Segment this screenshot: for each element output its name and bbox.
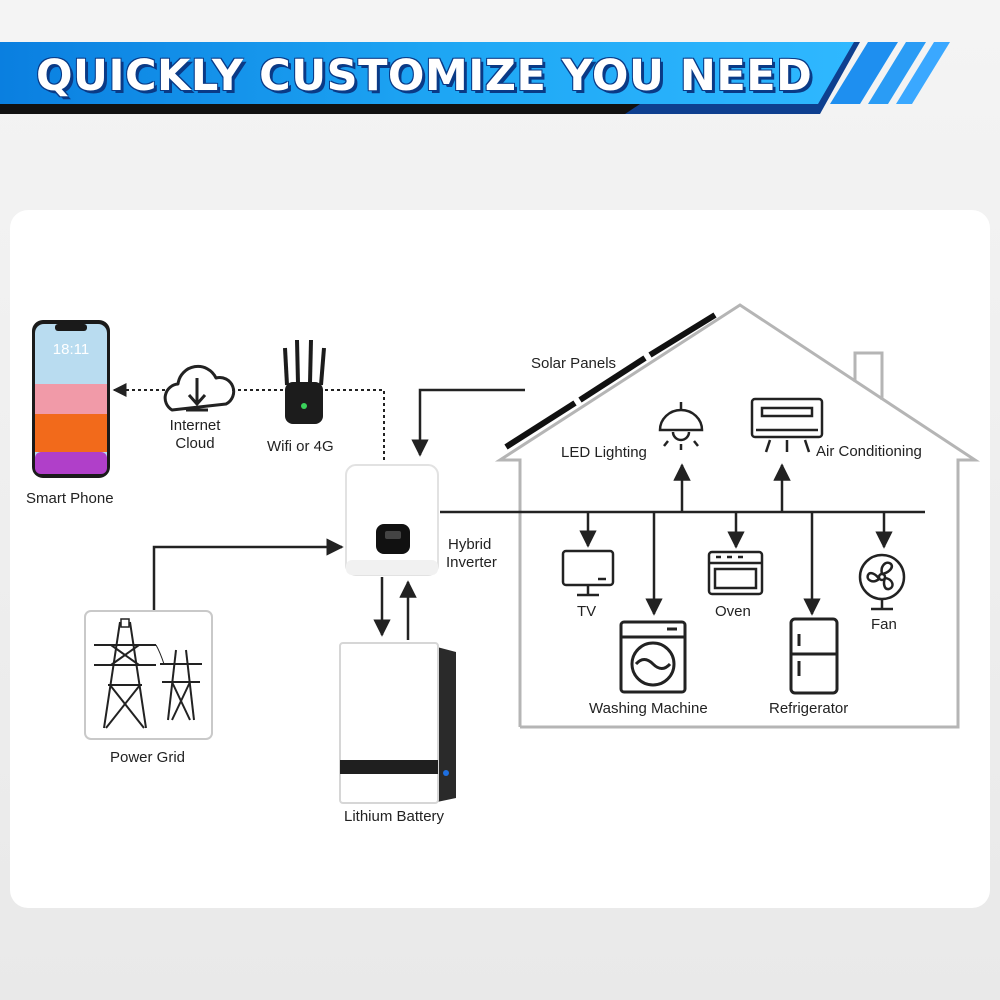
tv-icon (561, 549, 615, 597)
diagram-card (10, 210, 990, 908)
fan-icon (858, 553, 906, 611)
oven-icon (707, 550, 764, 596)
fan-label: Fan (871, 616, 897, 633)
power-grid-label: Power Grid (110, 749, 186, 766)
air-conditioner-icon (750, 397, 824, 453)
air-conditioning-label: Air Conditioning (816, 443, 922, 460)
refrigerator-icon (789, 617, 839, 695)
inverter-label-line1: Hybrid (448, 536, 492, 553)
wifi-router (283, 339, 326, 424)
phone-clock: 18:11 (53, 341, 89, 358)
router-label: Wifi or 4G (267, 438, 334, 455)
lithium-battery (339, 642, 456, 804)
oven-label: Oven (715, 603, 751, 620)
chimney (853, 351, 884, 400)
pendant-lamp-icon (658, 402, 704, 450)
led-lighting-label: LED Lighting (561, 444, 647, 461)
cloud-download-icon (163, 364, 236, 412)
hybrid-inverter (345, 464, 439, 576)
data-link (325, 389, 385, 460)
battery-label: Lithium Battery (344, 808, 445, 825)
inverter-label-line2: Inverter (446, 554, 497, 571)
tv-label: TV (577, 603, 597, 620)
refrigerator-label: Refrigerator (769, 700, 849, 717)
cloud-label-line2: Cloud (175, 435, 215, 452)
washing-machine-label: Washing Machine (589, 700, 708, 717)
house-outline (494, 303, 980, 729)
page-title: QUICKLY CUSTOMIZE YOU NEED (36, 51, 813, 101)
header-banner (0, 42, 950, 114)
washing-machine-icon (619, 620, 687, 694)
banner-stripe (830, 42, 898, 104)
cloud-label-line1: Internet (169, 417, 221, 434)
smartphone: 18:11 (32, 320, 110, 478)
grid-connection (152, 538, 344, 610)
banner-stripe (896, 42, 950, 104)
solar-panels-label: Solar Panels (531, 355, 617, 372)
smartphone-label: Smart Phone (26, 490, 114, 507)
power-tower-icon (84, 610, 213, 740)
solar-connection (411, 388, 525, 457)
solar-panels (504, 312, 717, 450)
banner-stripe (868, 42, 926, 104)
